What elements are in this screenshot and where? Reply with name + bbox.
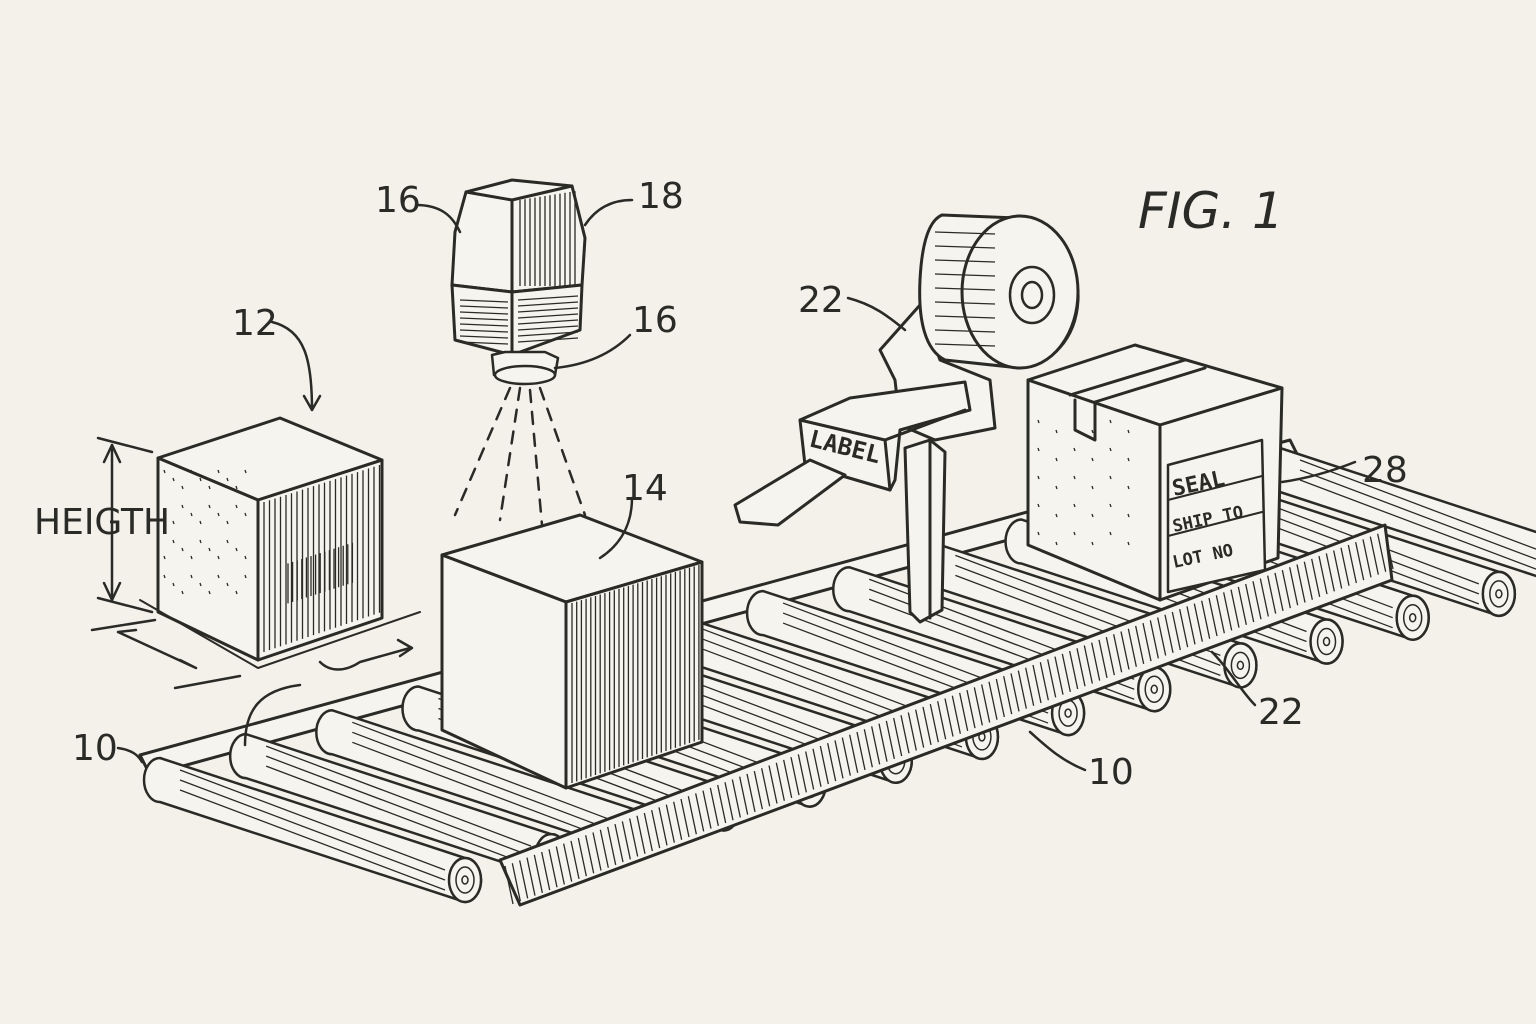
ref-14: 14 — [622, 468, 668, 509]
ref-10-right: 10 — [1088, 752, 1134, 793]
label-strip — [733, 458, 847, 527]
scanner-camera — [450, 178, 587, 527]
ref-18: 18 — [638, 176, 684, 217]
height-label: HEIGTH — [34, 502, 170, 543]
scan-beam — [453, 386, 587, 527]
barcode — [287, 542, 354, 604]
scanned-box — [440, 513, 704, 790]
ref-12: 12 — [232, 303, 278, 344]
shipping-label — [1166, 438, 1267, 594]
front-rail-hatch — [504, 530, 1394, 905]
figure-title: FIG. 1 — [1138, 182, 1284, 240]
incoming-box — [139, 416, 421, 669]
conveyor-roller — [142, 756, 483, 904]
ref-16-top: 16 — [375, 180, 421, 221]
ref-22-labeler: 22 — [798, 280, 844, 321]
ref-28: 28 — [1362, 450, 1408, 491]
label-applicator — [733, 213, 1080, 624]
leader-lines — [116, 198, 1357, 772]
height-dimension — [90, 436, 414, 690]
sealed-box — [1026, 343, 1284, 602]
ref-10-left: 10 — [72, 728, 118, 769]
ref-16-lens: 16 — [632, 300, 678, 341]
ref-22-rail: 22 — [1258, 692, 1304, 733]
